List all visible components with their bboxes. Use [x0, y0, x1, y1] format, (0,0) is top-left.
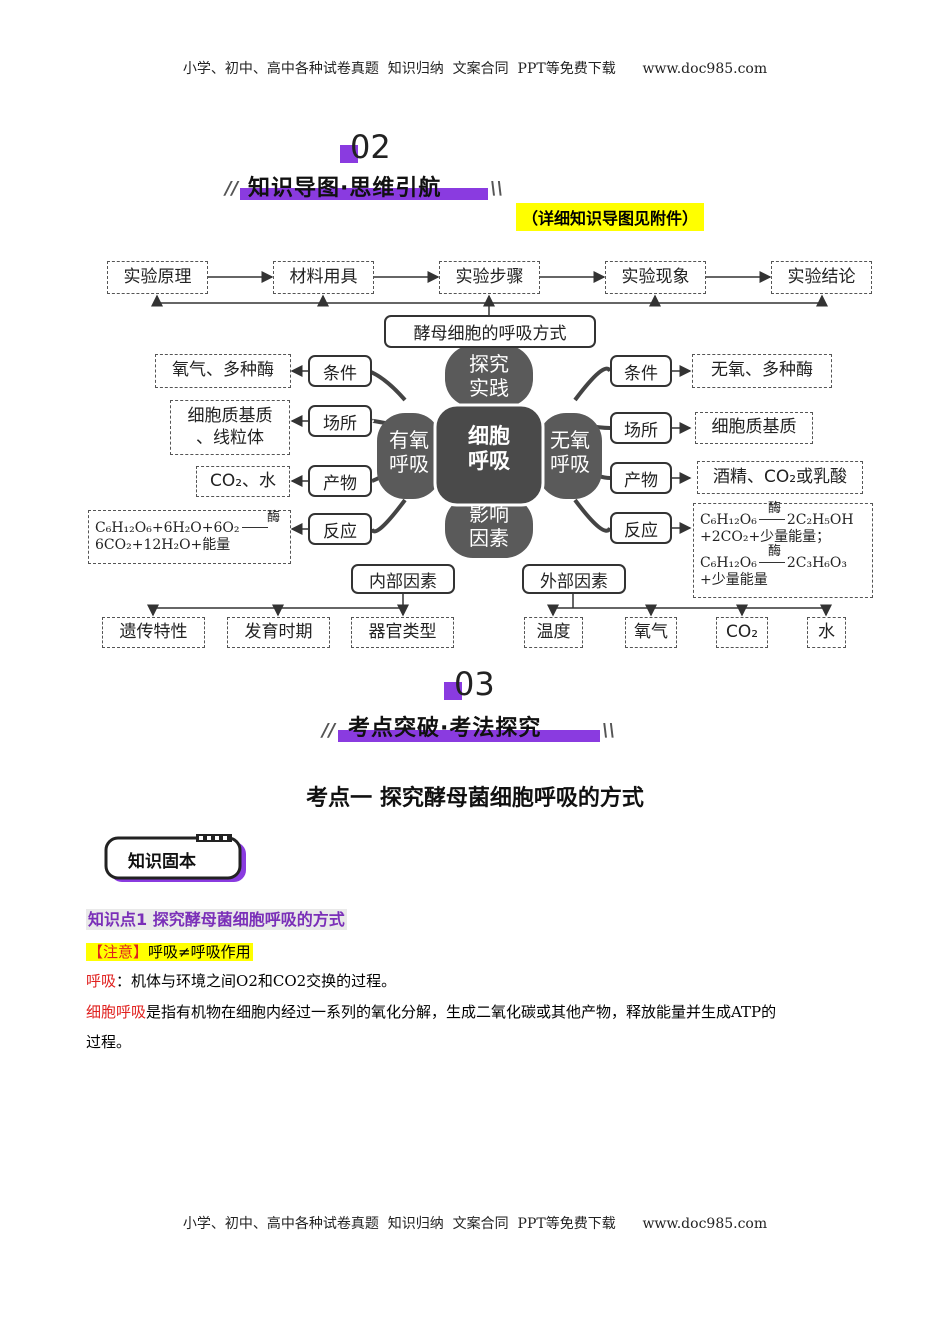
anaerobic-condition-label: 条件 — [610, 355, 672, 387]
reaction-arrow — [758, 519, 785, 520]
anaerobic-product-label: 产物 — [610, 462, 672, 494]
title-slash-right: \\ — [602, 720, 616, 741]
eq2-line2: +少量能量 — [700, 572, 768, 588]
enzyme-label: 酶 — [768, 543, 782, 559]
hub-anaerobic: 无氧 呼吸 — [550, 428, 590, 476]
term-cell-respiration: 细胞呼吸 — [86, 1003, 147, 1021]
aerobic-reaction-equation: C₆H₁₂O₆+6H₂O+6O₂ 酶 6CO₂+12H₂O+能量 — [88, 510, 291, 564]
definition-respiration: ：机体与环境之间O2和CO2交换的过程。 — [116, 972, 397, 990]
page-footer: 小学、初中、高中各种试卷真题 知识归纳 文案合同 PPT等免费下载 www.do… — [182, 1216, 768, 1232]
title-underline — [240, 188, 488, 200]
aerobic-condition-label: 条件 — [308, 355, 372, 387]
aerobic-location-label: 场所 — [308, 405, 372, 437]
attachment-note: （详细知识导图见附件） — [516, 203, 705, 231]
knowledge-badge: 知识固本 — [128, 852, 196, 872]
hub-aerobic: 有氧 呼吸 — [389, 428, 429, 476]
step-phenomenon: 实验现象 — [605, 261, 706, 294]
step-conclusion: 实验结论 — [771, 261, 872, 294]
eq1-product: 2C₂H₅OH — [786, 511, 854, 528]
hub-explore: 探究 实践 — [469, 352, 509, 400]
paragraph-cell-respiration-cont: 过程。 — [86, 1033, 132, 1051]
anaerobic-product-value: 酒精、CO₂或乳酸 — [697, 461, 863, 494]
term-respiration: 呼吸 — [86, 972, 117, 990]
knowledge-point-title: 知识点1 探究酵母菌细胞呼吸的方式 — [86, 909, 347, 930]
anaerobic-location-label: 场所 — [610, 412, 672, 444]
section-title: 考点突破·考法探究 — [348, 716, 542, 741]
anaerobic-location-value: 细胞质基质 — [695, 412, 813, 444]
external-factor-co2: CO₂ — [716, 617, 768, 648]
paragraph-cell-respiration: 细胞呼吸是指有机物在细胞内经过一系列的氧化分解，生成二氧化碳或其他产物，释放能量… — [86, 997, 876, 1027]
central-hub-shapes — [344, 345, 612, 558]
aerobic-location-value: 细胞质基质 、线粒体 — [170, 400, 290, 455]
exam-point-title: 考点一 探究酵母菌细胞呼吸的方式 — [306, 786, 644, 811]
section-number: 03 — [454, 665, 495, 703]
section-number: 02 — [350, 128, 391, 166]
title-slash-right: \\ — [490, 178, 504, 199]
section-marker — [444, 682, 462, 700]
definition-cell-respiration: 是指有机物在细胞内经过一系列的氧化分解，生成二氧化碳或其他产物，释放能量并生成A… — [146, 1003, 777, 1021]
eq1-reactant: C₆H₁₂O₆ — [700, 511, 757, 528]
eq2-product: 2C₃H₆O₃ — [786, 554, 848, 571]
title-slash-left: // — [225, 178, 239, 199]
aerobic-product-value: CO₂、水 — [196, 466, 290, 497]
knowledge-heading: 知识点1 探究酵母菌细胞呼吸的方式 — [86, 906, 347, 930]
step-materials: 材料用具 — [273, 261, 374, 294]
external-factors-label: 外部因素 — [522, 564, 626, 594]
note-label: 注意 — [103, 943, 134, 961]
anaerobic-condition-value: 无氧、多种酶 — [692, 354, 832, 388]
page-header: 小学、初中、高中各种试卷真题 知识归纳 文案合同 PPT等免费下载 www.do… — [182, 61, 768, 77]
anaerobic-reaction-label: 反应 — [610, 512, 672, 544]
eq2-reactant: C₆H₁₂O₆ — [700, 554, 757, 571]
root-node: 酵母细胞的呼吸方式 — [384, 315, 596, 348]
eq1-line2: +2CO₂+少量能量； — [700, 529, 831, 545]
internal-factor-stage: 发育时期 — [227, 617, 330, 648]
aerobic-condition-value: 氧气、多种酶 — [155, 354, 291, 388]
note-bracket-close: 】 — [133, 943, 149, 961]
step-principle: 实验原理 — [107, 261, 208, 294]
reaction-arrow — [241, 527, 268, 528]
knowledge-badge-frame — [104, 834, 246, 882]
title-slash-left: // — [322, 720, 336, 741]
note-bracket-open: 【 — [88, 943, 104, 961]
note-line: 【注意】呼吸≠呼吸作用 — [86, 937, 253, 967]
step-procedure: 实验步骤 — [439, 261, 540, 294]
hub-cell-respiration: 细胞 呼吸 — [468, 424, 510, 474]
mindmap-connectors — [147, 271, 832, 617]
internal-factors-label: 内部因素 — [351, 564, 455, 594]
note-text: 呼吸≠呼吸作用 — [148, 943, 251, 961]
paragraph-respiration: 呼吸：机体与环境之间O2和CO2交换的过程。 — [86, 966, 876, 996]
external-factor-oxygen: 氧气 — [625, 617, 677, 648]
external-factor-temperature: 温度 — [524, 617, 583, 648]
enzyme-label: 酶 — [768, 500, 782, 516]
internal-factor-genetics: 遗传特性 — [102, 617, 205, 648]
hub-factors: 影响 因素 — [469, 502, 509, 550]
enzyme-label: 酶 — [267, 509, 281, 525]
aerobic-eq-products: 6CO₂+12H₂O+能量 — [95, 537, 231, 553]
title-underline — [338, 730, 600, 742]
section-marker — [340, 145, 358, 163]
internal-factor-organ: 器官类型 — [351, 617, 454, 648]
reaction-arrow — [758, 562, 785, 563]
aerobic-eq-reactants: C₆H₁₂O₆+6H₂O+6O₂ — [95, 519, 240, 536]
external-factor-water: 水 — [807, 617, 846, 648]
section-title: 知识导图·思维引航 — [248, 176, 442, 201]
aerobic-reaction-label: 反应 — [308, 513, 372, 545]
aerobic-product-label: 产物 — [308, 465, 372, 497]
